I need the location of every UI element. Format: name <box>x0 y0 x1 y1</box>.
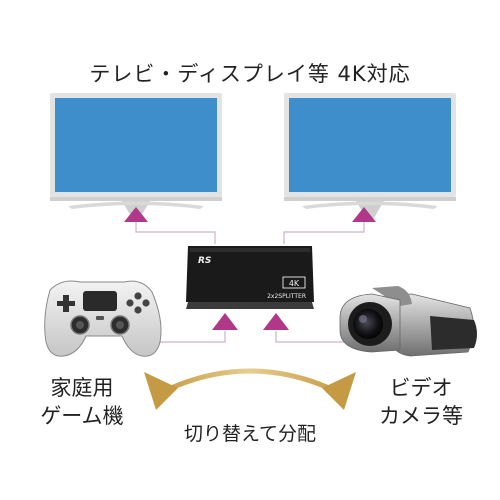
monitor-right <box>284 93 456 218</box>
switch-distribute-label: 切り替えて分配 <box>183 423 317 445</box>
source-label-video-camera-line2: カメラ等 <box>379 404 463 428</box>
source-label-game-console-line2: ゲーム機 <box>40 404 124 428</box>
splitter-model: 2x2SPLITTER <box>267 293 306 300</box>
source-label-game-console-line1: 家庭用 <box>50 376 114 400</box>
input-connectors <box>150 331 346 343</box>
output-connectors <box>135 222 365 244</box>
input-arrow-right <box>263 313 289 330</box>
splitter-4k-badge: 4K <box>289 279 300 288</box>
monitor-left <box>50 93 222 218</box>
source-label-video-camera: ビデオ カメラ等 <box>360 374 482 430</box>
switch-double-arrow <box>144 368 356 410</box>
output-arrow-left <box>124 207 148 222</box>
video-camera-icon <box>339 286 477 357</box>
source-label-video-camera-line1: ビデオ <box>389 376 453 400</box>
input-arrow-left <box>212 313 238 330</box>
splitter-device: RS 4K 2x2SPLITTER <box>186 246 314 309</box>
source-label-game-console: 家庭用 ゲーム機 <box>22 374 142 430</box>
monitor-right-screen <box>289 98 451 192</box>
monitor-left-screen <box>55 98 217 192</box>
output-arrow-right <box>352 207 376 222</box>
splitter-4k-badge-frame <box>282 276 306 289</box>
splitter-logo: RS <box>198 256 211 266</box>
diagram-title: テレビ・ディスプレイ等 4K対応 <box>89 62 411 86</box>
game-controller-icon <box>44 280 162 357</box>
